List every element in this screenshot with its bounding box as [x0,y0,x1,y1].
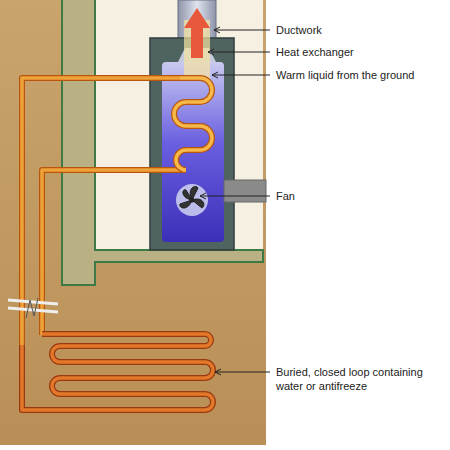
fan [176,184,208,216]
return-pipe [42,170,182,335]
leader-lines [200,27,270,375]
basement-interior [95,0,263,250]
pipe-sleeve [8,298,58,318]
buried-loop [22,334,213,410]
heat-exchanger-label: Heat exchanger [274,45,356,59]
fan-label: Fan [274,189,297,203]
buried-loop-label: Buried, closed loop containing water or … [274,365,446,393]
ductwork-label: Ductwork [274,23,324,37]
airflow-arrow [184,8,210,58]
air-chamber [162,62,224,242]
return-air-duct [224,180,266,202]
warm-liquid-label: Warm liquid from the ground [274,68,416,82]
soil [0,0,266,445]
supply-pipe [22,78,180,345]
foundation-wall [62,0,263,285]
heat-exchanger-coil [174,78,212,170]
